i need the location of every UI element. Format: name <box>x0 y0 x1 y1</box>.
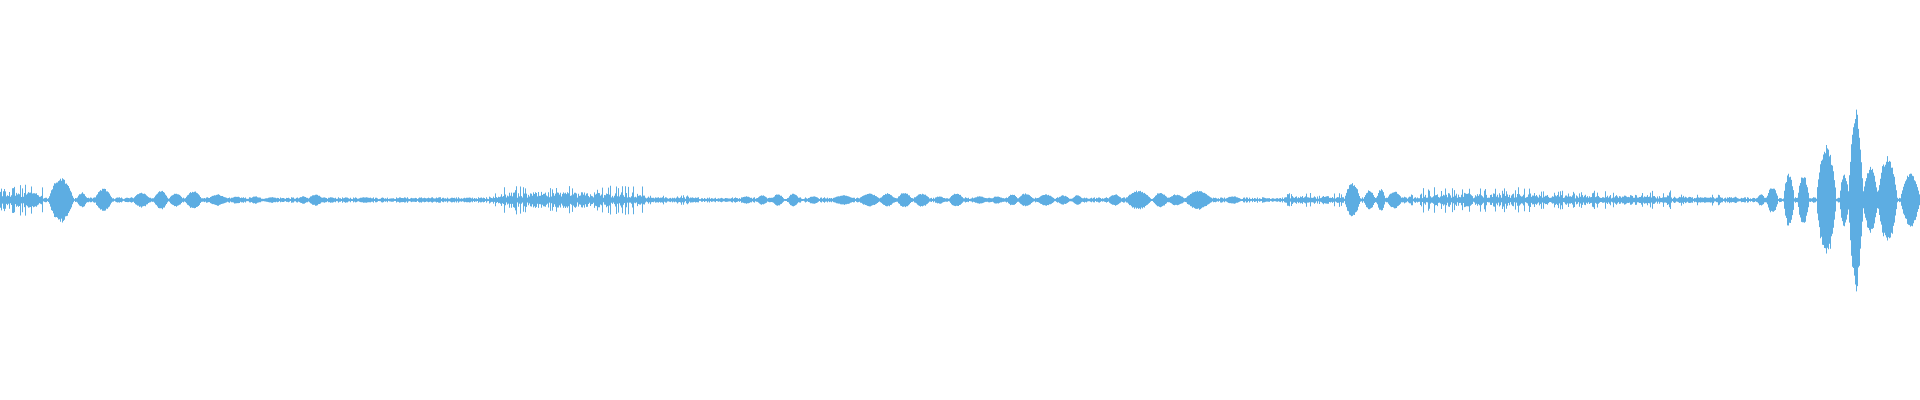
waveform-trace <box>0 109 1920 292</box>
